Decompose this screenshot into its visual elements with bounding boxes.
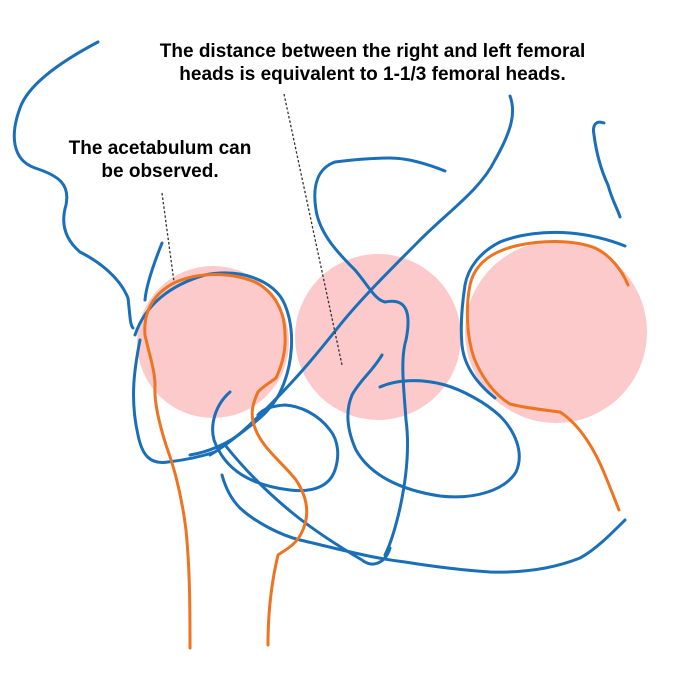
- femoral-head-highlights: [137, 241, 647, 423]
- obturator-outline-left: [132, 338, 217, 465]
- leader-line-distance: [283, 93, 343, 366]
- acetabulum-annotation: The acetabulum can be observed.: [40, 137, 280, 183]
- interfemoral-gap-circle: [295, 254, 461, 420]
- sacrum-outline: [313, 156, 447, 557]
- iliac-crest-outline: [12, 40, 135, 330]
- pubic-lower-outline: [220, 473, 627, 574]
- iliac-outline-right: [459, 230, 627, 400]
- distance-annotation: The distance between the right and left …: [110, 40, 635, 86]
- obturator-loop: [346, 353, 521, 499]
- ischium-outline: [211, 390, 340, 493]
- femoral-head-right: [465, 241, 647, 423]
- spine-line: [208, 94, 515, 457]
- iliac-wing-right: [592, 120, 622, 219]
- acetabulum-annotation-line-1: The acetabulum can: [68, 138, 252, 159]
- femur-outline-left-lateral: [143, 273, 287, 650]
- acetabulum-annotation-line-2: be observed.: [101, 161, 219, 182]
- femoral-head-left: [137, 266, 289, 418]
- pubic-ramus-outline: [223, 443, 392, 566]
- distance-annotation-line-2: heads is equivalent to 1-1/3 femoral hea…: [179, 64, 566, 85]
- femur-outline-left-medial: [250, 390, 309, 647]
- pelvic-bone-outlines: [12, 40, 627, 574]
- femur-outlines: [143, 240, 630, 650]
- leader-line-acetabulum: [161, 192, 175, 283]
- femur-outline-right: [465, 240, 630, 512]
- distance-annotation-line-1: The distance between the right and left …: [159, 41, 586, 62]
- leader-lines: [161, 93, 343, 366]
